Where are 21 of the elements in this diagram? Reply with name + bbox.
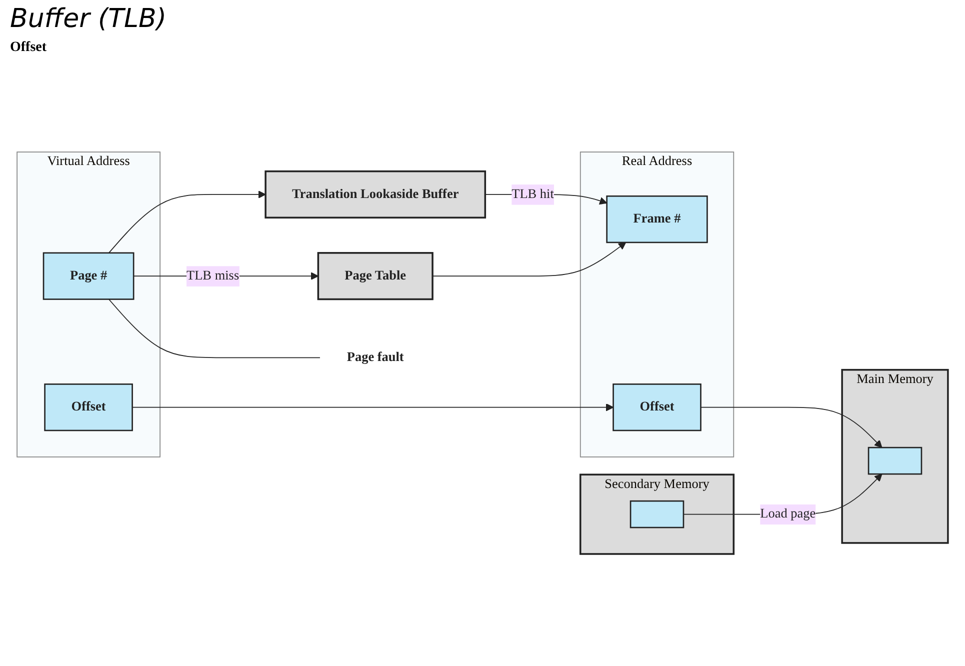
edge-label: TLB hit	[512, 187, 554, 202]
node-box: Page #	[42, 252, 134, 300]
node-box: Offset	[612, 384, 702, 432]
arrow	[108, 190, 266, 254]
node-box: Offset	[44, 384, 133, 432]
node-text: Page fault	[346, 350, 404, 365]
cluster: Main Memory	[841, 368, 949, 544]
node-bar	[630, 500, 684, 528]
edge-label: Load page	[760, 507, 816, 522]
diagram-title: Buffer (TLB)	[10, 4, 167, 34]
connector	[108, 298, 321, 358]
node-box: Page Table	[317, 252, 434, 300]
node-bar	[868, 446, 922, 475]
node-box: Translation Lookaside Buffer	[264, 170, 486, 219]
edge-label: TLB miss	[186, 268, 240, 283]
offset-label: Offset	[10, 40, 47, 55]
cluster: Secondary Memory	[580, 474, 735, 555]
arrow	[432, 242, 626, 277]
arrow	[132, 403, 614, 412]
node-box: Frame #	[606, 195, 708, 244]
arrow	[700, 406, 882, 448]
